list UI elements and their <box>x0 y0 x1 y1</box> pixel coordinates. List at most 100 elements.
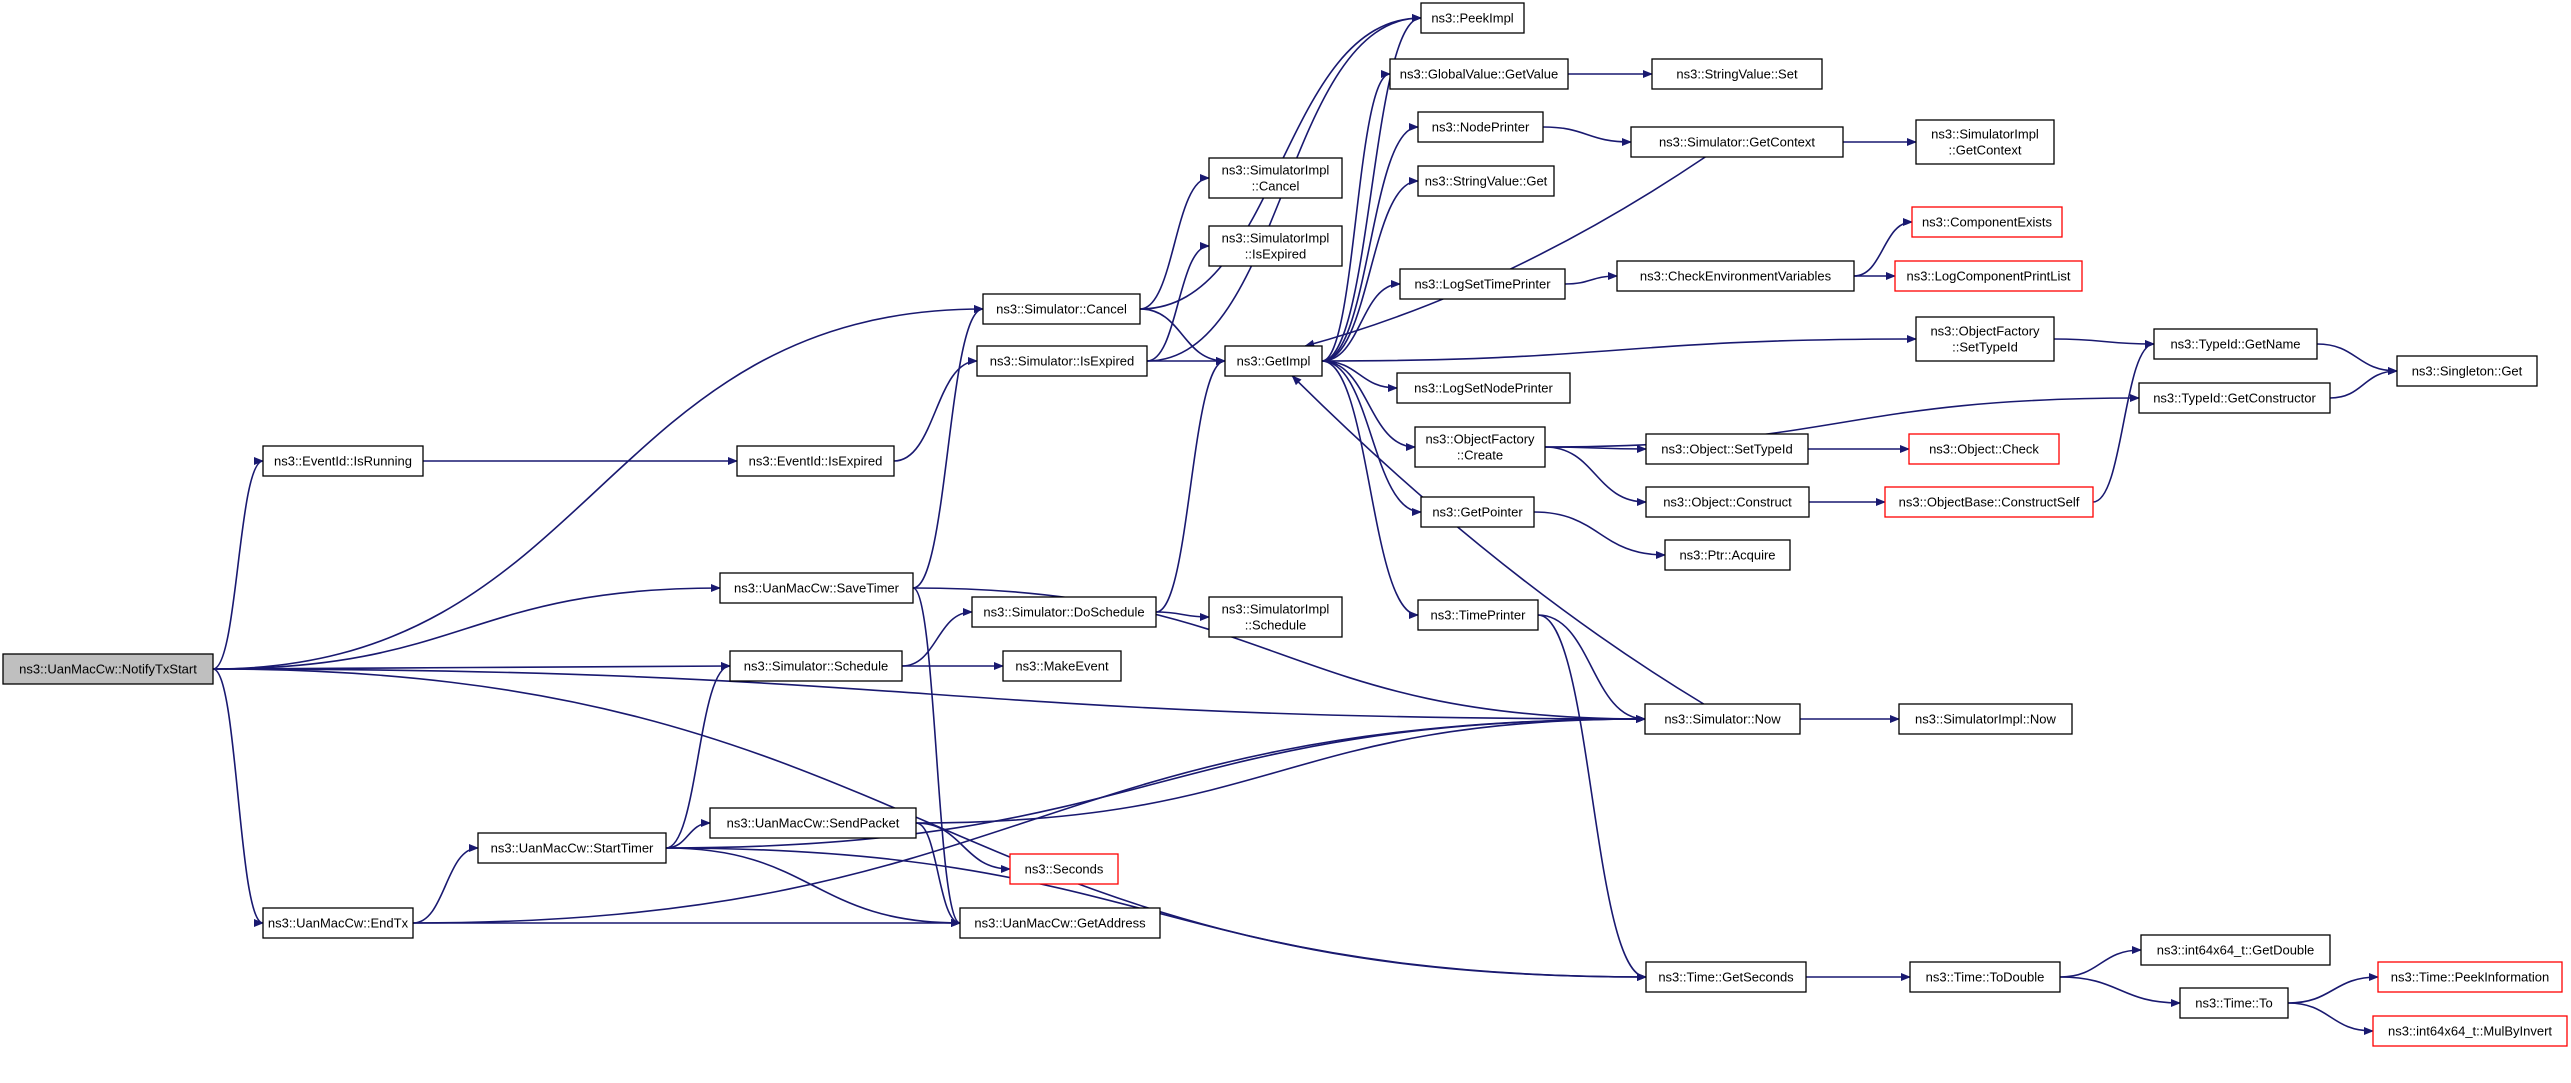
node-label: ns3::ObjectFactory <box>1930 324 2040 339</box>
node-int64mulbyinvert[interactable]: ns3::int64x64_t::MulByInvert <box>2372 1015 2568 1047</box>
node-typeidgetname[interactable]: ns3::TypeId::GetName <box>2153 328 2318 360</box>
node-schedule[interactable]: ns3::Simulator::Schedule <box>729 650 903 682</box>
node-objsettypeid[interactable]: ns3::Object::SetTypeId <box>1645 433 1809 465</box>
node-implnow[interactable]: ns3::SimulatorImpl::Now <box>1898 703 2073 735</box>
node-checkenv[interactable]: ns3::CheckEnvironmentVariables <box>1616 260 1855 292</box>
node-label: ns3::SimulatorImpl <box>1222 602 1330 617</box>
node-starttimer[interactable]: ns3::UanMacCw::StartTimer <box>477 832 667 864</box>
node-simisexpired[interactable]: ns3::Simulator::IsExpired <box>976 345 1148 377</box>
node-ofcreate[interactable]: ns3::ObjectFactory::Create <box>1414 426 1546 468</box>
node-box <box>2138 382 2331 414</box>
node-label: ns3::TypeId::GetName <box>2170 337 2300 352</box>
node-simgetcontext[interactable]: ns3::Simulator::GetContext <box>1630 126 1844 158</box>
node-implcancel[interactable]: ns3::SimulatorImpl::Cancel <box>1208 157 1343 199</box>
node-label: ns3::ObjectBase::ConstructSelf <box>1899 495 2080 510</box>
node-timeprinter[interactable]: ns3::TimePrinter <box>1417 599 1539 631</box>
node-label: ::Create <box>1457 448 1503 463</box>
node-label: ns3::Singleton::Get <box>2412 364 2523 379</box>
node-ptracquire[interactable]: ns3::Ptr::Acquire <box>1664 539 1791 571</box>
node-label: ns3::GetImpl <box>1237 354 1311 369</box>
node-label: ns3::TypeId::GetConstructor <box>2153 391 2316 406</box>
node-label: ns3::LogSetTimePrinter <box>1414 277 1551 292</box>
node-sendpacket[interactable]: ns3::UanMacCw::SendPacket <box>709 807 917 839</box>
node-label: ns3::CheckEnvironmentVariables <box>1640 269 1832 284</box>
node-objconstruct[interactable]: ns3::Object::Construct <box>1645 486 1810 518</box>
edge-sendpacket-to-simnow <box>915 715 1646 824</box>
node-getaddress[interactable]: ns3::UanMacCw::GetAddress <box>959 907 1161 939</box>
node-objcheck[interactable]: ns3::Object::Check <box>1908 433 2060 465</box>
edge-getimpl-to-nodeprinter <box>1321 123 1419 362</box>
node-label: ns3::ObjectFactory <box>1425 432 1535 447</box>
edge-timetodouble-to-timeto <box>2059 976 2181 1007</box>
edge-getpointer-to-ptracquire <box>1533 511 1666 559</box>
node-notify[interactable]: ns3::UanMacCw::NotifyTxStart <box>2 653 214 685</box>
edge-logsettimeprinter-to-checkenv <box>1564 272 1618 285</box>
node-gvgetvalue[interactable]: ns3::GlobalValue::GetValue <box>1389 58 1569 90</box>
edge-ofsettypeid-to-typeidgetname <box>2053 338 2155 348</box>
node-int64getdouble[interactable]: ns3::int64x64_t::GetDouble <box>2140 934 2331 966</box>
node-getpointer[interactable]: ns3::GetPointer <box>1420 496 1535 528</box>
node-label: ns3::LogComponentPrintList <box>1906 269 2070 284</box>
node-seconds[interactable]: ns3::Seconds <box>1009 853 1119 885</box>
node-layer: ns3::UanMacCw::NotifyTxStart ns3::EventId… <box>2 2 2568 1047</box>
edge-endtx-to-starttimer <box>412 844 479 924</box>
node-label: ns3::int64x64_t::MulByInvert <box>2388 1024 2552 1039</box>
node-singletonget[interactable]: ns3::Singleton::Get <box>2396 355 2538 387</box>
node-evisexpired[interactable]: ns3::EventId::IsExpired <box>736 445 895 477</box>
edge-simisexpired-to-implisexpired <box>1146 242 1210 362</box>
node-box <box>1884 486 2094 518</box>
node-box <box>2377 961 2563 993</box>
node-implgetcontext[interactable]: ns3::SimulatorImpl::GetContext <box>1915 119 2055 165</box>
edge-ofcreate-to-objconstruct <box>1544 446 1647 506</box>
node-timeto[interactable]: ns3::Time::To <box>2179 987 2289 1019</box>
node-svget[interactable]: ns3::StringValue::Get <box>1417 165 1555 197</box>
node-label: ns3::int64x64_t::GetDouble <box>2157 943 2315 958</box>
node-box <box>1208 225 1343 267</box>
edge-sendpacket-to-getaddress <box>915 822 961 927</box>
edge-notify-to-simcancel <box>212 305 984 670</box>
node-label: ns3::Simulator::Schedule <box>744 659 889 674</box>
node-logsetnodeprinter[interactable]: ns3::LogSetNodePrinter <box>1396 372 1571 404</box>
node-simnow[interactable]: ns3::Simulator::Now <box>1644 703 1801 735</box>
node-svset[interactable]: ns3::StringValue::Set <box>1651 58 1823 90</box>
node-label: ns3::Simulator::Now <box>1664 712 1781 727</box>
node-compexists[interactable]: ns3::ComponentExists <box>1911 206 2063 238</box>
node-doschedule[interactable]: ns3::Simulator::DoSchedule <box>971 596 1157 628</box>
node-isrunning[interactable]: ns3::EventId::IsRunning <box>262 445 424 477</box>
node-objbaseconstruct[interactable]: ns3::ObjectBase::ConstructSelf <box>1884 486 2094 518</box>
node-label: ns3::Object::Check <box>1929 442 2039 457</box>
node-timepeekinfo[interactable]: ns3::Time::PeekInformation <box>2377 961 2563 993</box>
node-logsettimeprinter[interactable]: ns3::LogSetTimePrinter <box>1399 268 1566 300</box>
node-label: ns3::PeekImpl <box>1431 11 1513 26</box>
node-box <box>1645 433 1809 465</box>
edge-layer <box>212 14 2398 1035</box>
node-label: ns3::EventId::IsExpired <box>749 454 883 469</box>
edge-ofcreate-to-objsettypeid <box>1544 444 1647 453</box>
node-getimpl[interactable]: ns3::GetImpl <box>1224 345 1323 377</box>
node-ofsettypeid[interactable]: ns3::ObjectFactory::SetTypeId <box>1915 316 2055 362</box>
node-logcompprint[interactable]: ns3::LogComponentPrintList <box>1894 260 2083 292</box>
node-timetodouble[interactable]: ns3::Time::ToDouble <box>1909 961 2061 993</box>
node-peekimpl[interactable]: ns3::PeekImpl <box>1420 2 1525 34</box>
node-label: ns3::NodePrinter <box>1432 120 1530 135</box>
node-box <box>736 445 895 477</box>
node-box <box>1898 703 2073 735</box>
node-makeevent[interactable]: ns3::MakeEvent <box>1002 650 1122 682</box>
node-label: ns3::UanMacCw::SaveTimer <box>734 581 900 596</box>
node-box <box>262 445 424 477</box>
node-nodeprinter[interactable]: ns3::NodePrinter <box>1417 111 1544 143</box>
node-endtx[interactable]: ns3::UanMacCw::EndTx <box>262 907 414 939</box>
node-box <box>1417 599 1539 631</box>
node-timegetseconds[interactable]: ns3::Time::GetSeconds <box>1645 961 1807 993</box>
node-savetimer[interactable]: ns3::UanMacCw::SaveTimer <box>719 572 914 604</box>
node-typeidgetctor[interactable]: ns3::TypeId::GetConstructor <box>2138 382 2331 414</box>
node-implschedule[interactable]: ns3::SimulatorImpl::Schedule <box>1208 596 1343 638</box>
node-label: ns3::EventId::IsRunning <box>274 454 412 469</box>
edge-timeprinter-to-timegetseconds <box>1537 614 1647 981</box>
node-implisexpired[interactable]: ns3::SimulatorImpl::IsExpired <box>1208 225 1343 267</box>
node-label: ns3::StringValue::Set <box>1676 67 1798 82</box>
node-box <box>1420 2 1525 34</box>
node-label: ns3::TimePrinter <box>1431 608 1527 623</box>
node-simcancel[interactable]: ns3::Simulator::Cancel <box>982 293 1141 325</box>
edge-checkenv-to-compexists <box>1853 218 1913 277</box>
